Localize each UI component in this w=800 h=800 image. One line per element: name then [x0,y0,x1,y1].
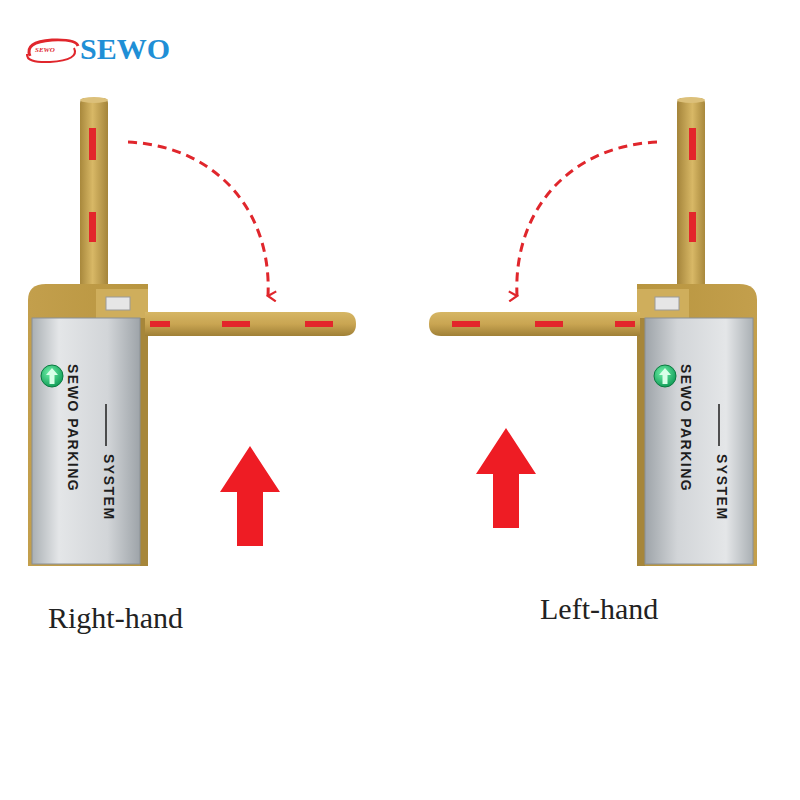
panel-text: SEWO PARKING [66,364,80,492]
panel-rule [718,404,720,446]
gate-label: Right-hand [48,603,183,633]
right-hand-gate [28,97,356,566]
green-indicator [654,365,676,387]
panel-rule [105,404,107,446]
cabinet-panel: SEWO PARKING SYSTEM [645,318,753,564]
direction-arrow [220,446,280,546]
direction-arrow [476,428,536,528]
logo-mark [27,40,78,62]
panel-text: SEWO PARKING [679,364,693,492]
logo-small-text: SEWO [35,47,55,54]
left-hand-gate [429,97,757,566]
brand-logo: SEWO [80,34,170,64]
panel-text: SYSTEM [102,454,116,521]
green-indicator [41,365,63,387]
cabinet-panel: SEWO PARKING SYSTEM [32,318,140,564]
gate-label: Left-hand [540,594,658,624]
panel-text: SYSTEM [715,454,729,521]
